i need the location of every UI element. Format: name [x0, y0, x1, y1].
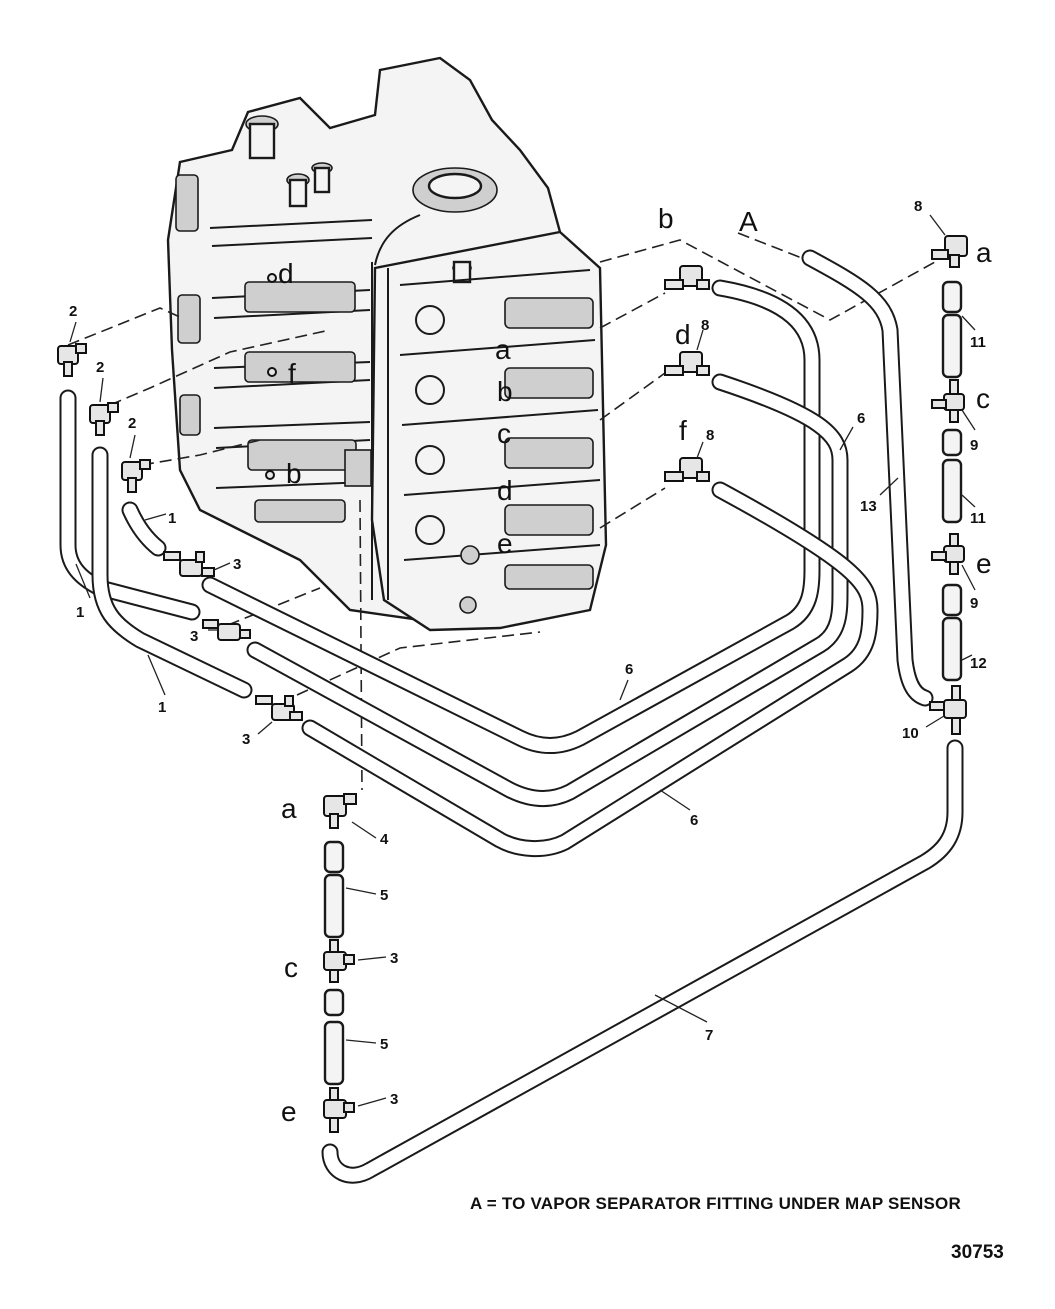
callout-2: 2 — [96, 359, 104, 376]
letter-d: d — [497, 475, 513, 506]
letter-a: a — [281, 793, 297, 824]
leader-lines — [69, 214, 976, 1107]
callout-1: 1 — [76, 604, 84, 621]
letter-c: c — [284, 952, 298, 983]
callout-7: 7 — [705, 1027, 713, 1044]
callout-9: 9 — [970, 595, 978, 612]
short-hoses — [323, 280, 963, 1086]
callout-6: 6 — [625, 661, 633, 678]
callout-3: 3 — [233, 556, 241, 573]
callout-3: 3 — [390, 950, 398, 967]
letter-c: c — [497, 418, 511, 449]
callout-3: 3 — [390, 1091, 398, 1108]
callout-2: 2 — [128, 415, 136, 432]
letter-a: a — [976, 237, 992, 268]
callout-5: 5 — [380, 887, 388, 904]
callout-11: 11 — [970, 334, 986, 351]
letter-c: c — [976, 383, 990, 414]
callout-1: 1 — [168, 510, 176, 527]
letter-e: e — [281, 1096, 297, 1127]
letter-b: b — [286, 458, 302, 489]
letter-A: A — [739, 206, 758, 237]
callout-8: 8 — [706, 427, 714, 444]
callout-8: 8 — [914, 198, 922, 215]
callout-8: 8 — [701, 317, 709, 334]
callout-3: 3 — [190, 628, 198, 645]
callout-1: 1 — [158, 699, 166, 716]
letter-e: e — [497, 528, 513, 559]
callout-numbers: 2 2 2 1 1 1 3 3 3 4 5 3 5 3 7 6 6 6 8 8 … — [69, 198, 987, 1108]
reference-lines — [67, 232, 936, 791]
callout-9: 9 — [970, 437, 978, 454]
callout-13: 13 — [860, 498, 877, 515]
letter-b: b — [658, 203, 674, 234]
callout-6: 6 — [690, 812, 698, 829]
callout-6: 6 — [857, 410, 865, 427]
callout-5: 5 — [380, 1036, 388, 1053]
callout-10: 10 — [902, 725, 919, 742]
footnote-vapor-separator: A = TO VAPOR SEPARATOR FITTING UNDER MAP… — [470, 1194, 961, 1213]
letter-d: d — [278, 258, 294, 289]
letter-f: f — [288, 358, 296, 389]
fittings — [57, 235, 968, 1133]
callout-3: 3 — [242, 731, 250, 748]
letter-a: a — [495, 334, 511, 365]
callout-12: 12 — [970, 655, 987, 672]
letter-e: e — [976, 548, 992, 579]
callout-2: 2 — [69, 303, 77, 320]
letter-f: f — [679, 415, 687, 446]
hoses — [59, 249, 964, 1184]
drawing-number: 30753 — [951, 1242, 1004, 1263]
callout-11: 11 — [970, 510, 986, 527]
letter-references: A b a c e d f d f b a b c d e f a c e — [278, 203, 992, 1127]
engine-block — [166, 56, 608, 632]
callout-4: 4 — [380, 831, 389, 848]
letter-d: d — [675, 319, 691, 350]
letter-b: b — [497, 376, 513, 407]
